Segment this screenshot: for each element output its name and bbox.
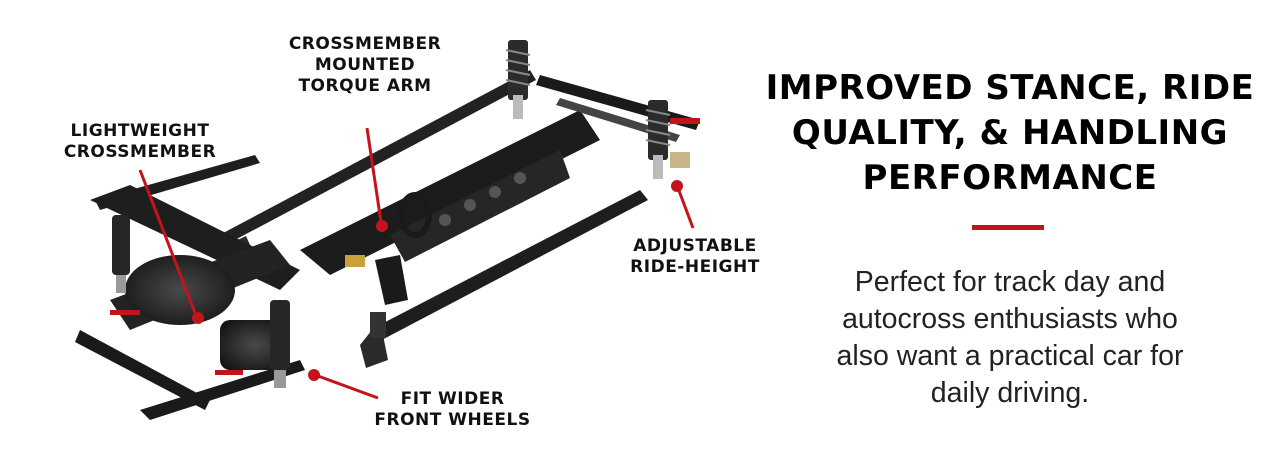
callout-line: MOUNTED (314, 55, 416, 75)
rear-coilover-right (645, 100, 690, 179)
callout-crossmember-torque-arm: CROSSMEMBER MOUNTED TORQUE ARM (270, 34, 460, 97)
body-line: Perfect for track day and (854, 266, 1166, 298)
body-line: also want a practical car for (836, 340, 1184, 372)
callout-adjustable-ride-height: ADJUSTABLE RIDE-HEIGHT (605, 236, 785, 278)
suspension-diagram (75, 40, 700, 420)
torque-arm (300, 110, 600, 305)
front-shock-left (112, 215, 130, 293)
callout-lightweight-crossmember: LIGHTWEIGHT CROSSMEMBER (45, 121, 235, 163)
leader-lines (138, 127, 695, 400)
red-link-left (110, 310, 140, 315)
headline-line: IMPROVED STANCE, RIDE (765, 68, 1255, 108)
body-line: autocross enthusiasts who (842, 303, 1178, 335)
callout-line: ADJUSTABLE (633, 236, 757, 256)
callout-line: RIDE-HEIGHT (630, 257, 760, 277)
headline-line: QUALITY, & HANDLING (791, 113, 1229, 153)
callout-line: LIGHTWEIGHT (70, 121, 210, 141)
accent-divider (972, 225, 1044, 230)
callout-line: CROSSMEMBER (288, 34, 442, 54)
red-link-right (215, 370, 243, 375)
callout-line: TORQUE ARM (298, 76, 432, 96)
callout-fit-wider-wheels: FIT WIDER FRONT WHEELS (355, 389, 550, 431)
body-text: Perfect for track day and autocross enth… (770, 264, 1250, 412)
frame-rail-right (360, 190, 648, 368)
front-shock-right (270, 300, 290, 388)
body-line: daily driving. (930, 377, 1090, 409)
callout-line: FIT WIDER (400, 389, 505, 409)
headline: IMPROVED STANCE, RIDE QUALITY, & HANDLIN… (745, 66, 1274, 201)
rear-coilover-left (505, 40, 531, 119)
headline-line: PERFORMANCE (862, 158, 1158, 198)
callout-line: FRONT WHEELS (374, 410, 531, 430)
callout-line: CROSSMEMBER (63, 142, 217, 162)
